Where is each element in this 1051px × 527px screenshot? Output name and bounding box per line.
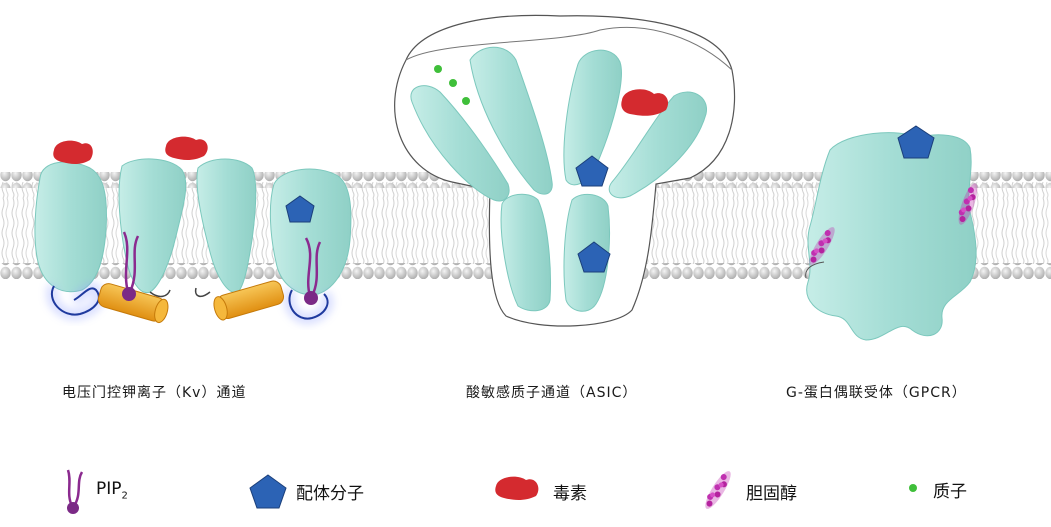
asic-ligand-2 xyxy=(577,241,611,273)
legend-pip2-main: PIP xyxy=(96,479,122,499)
asic-toxin xyxy=(621,89,669,116)
asic-subunit-1 xyxy=(410,85,510,202)
kv-caption: 电压门控钾离子（Kv）通道 xyxy=(62,385,247,401)
kv-subunit-3 xyxy=(196,158,257,293)
legend-pip2-sub: 2 xyxy=(121,490,128,502)
toxin-icon xyxy=(495,476,539,500)
pip2-icon xyxy=(66,469,84,514)
legend-ligand-label: 配体分子 xyxy=(296,484,364,504)
ligand-icon xyxy=(249,474,287,509)
asic-proton-2 xyxy=(449,79,457,87)
gpcr-caption: G-蛋白偶联受体（GPCR） xyxy=(786,385,967,401)
asic-proton-1 xyxy=(434,65,442,73)
gpcr-ligand xyxy=(897,125,935,159)
kv-glow-loop-left xyxy=(46,282,105,321)
asic-ligand-1 xyxy=(575,155,609,187)
kv-ligand xyxy=(285,195,315,223)
kv-pip2-left xyxy=(122,231,140,301)
kv-subunit-4 xyxy=(269,168,352,296)
gpcr-cholesterol-right xyxy=(958,183,978,225)
kv-helix-left xyxy=(97,283,169,324)
asic-subunit-4 xyxy=(608,91,707,199)
legend-cholesterol-label: 胆固醇 xyxy=(746,484,797,504)
legend-pip2-label: PIP2 xyxy=(96,479,128,501)
kv-helix-right xyxy=(213,280,285,321)
asic-caption: 酸敏感质子通道（ASIC） xyxy=(466,385,638,401)
gpcr-body xyxy=(806,132,977,341)
kv-pip2-right xyxy=(304,237,322,305)
kv-glow-loop-right xyxy=(283,287,334,325)
proton-icon xyxy=(909,484,917,492)
legend-proton-label: 质子 xyxy=(933,482,967,502)
kv-channel xyxy=(34,136,352,325)
legend-toxin-label: 毒素 xyxy=(553,484,587,504)
cholesterol-icon xyxy=(705,471,731,509)
kv-toxin-1 xyxy=(53,140,93,164)
asic-subunit-2 xyxy=(469,46,553,195)
kv-toxin-2 xyxy=(165,136,208,160)
gpcr xyxy=(805,125,978,341)
gpcr-cholesterol-left xyxy=(809,227,835,265)
legend xyxy=(66,469,917,514)
asic-channel xyxy=(394,14,736,327)
kv-subunit-1 xyxy=(34,161,107,293)
asic-proton-3 xyxy=(462,97,470,105)
asic-subunit-5 xyxy=(500,193,551,312)
